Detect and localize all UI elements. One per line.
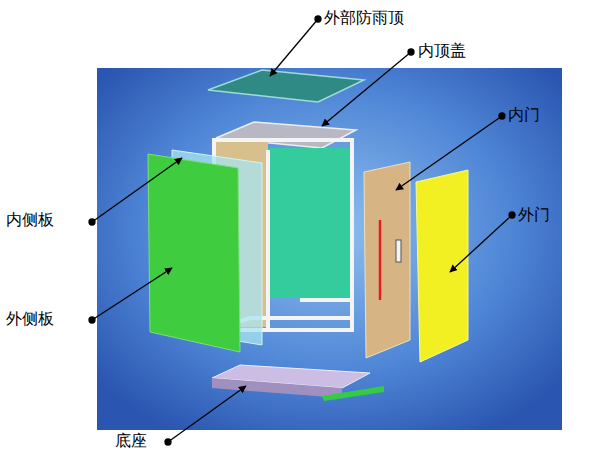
base-plate (322, 386, 384, 401)
part-label: 内门 (508, 105, 540, 124)
leader-lines (89, 16, 515, 445)
part-label: 外侧板 (6, 309, 54, 328)
base-front (212, 378, 342, 398)
part-label: 内侧板 (6, 210, 54, 229)
outer-door (416, 170, 468, 362)
outer-roof (208, 70, 364, 102)
inner-door (364, 162, 410, 358)
part-label: 外门 (518, 205, 550, 224)
back-panel (268, 148, 350, 298)
part-label: 内顶盖 (418, 41, 466, 60)
outer-side-panel (148, 154, 240, 352)
door-handle (396, 240, 401, 262)
background-panel (97, 68, 562, 430)
door-seal (379, 220, 382, 300)
part-label: 底座 (115, 431, 147, 450)
part-label: 外部防雨顶 (324, 8, 404, 27)
